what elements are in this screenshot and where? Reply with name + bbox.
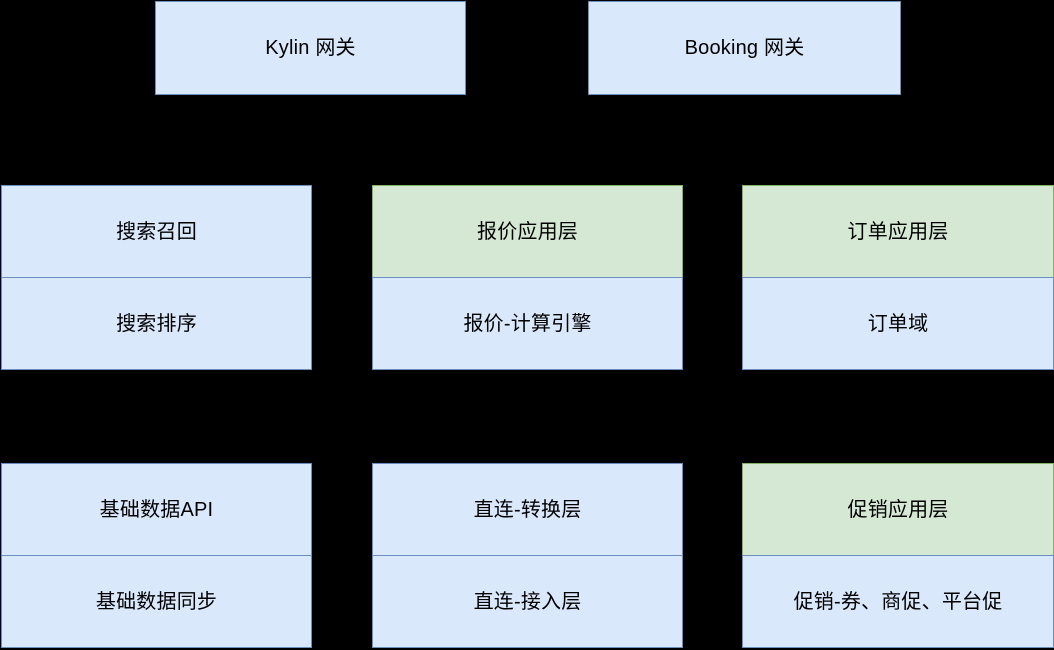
cell-search-ranking[interactable]: 搜索排序 — [1, 277, 312, 370]
cell-basic-data-api[interactable]: 基础数据API — [1, 463, 312, 556]
cell-promotion-app-layer[interactable]: 促销应用层 — [742, 463, 1054, 556]
cell-order-domain-label: 订单域 — [867, 312, 929, 335]
booking-gateway-label: Booking 网关 — [684, 37, 805, 59]
cell-quote-calc-engine-label: 报价-计算引擎 — [463, 312, 592, 335]
booking-gateway[interactable]: Booking 网关 — [588, 1, 901, 95]
cell-basic-data-sync[interactable]: 基础数据同步 — [1, 555, 312, 648]
cell-promotion-detail[interactable]: 促销-券、商促、平台促 — [742, 555, 1054, 648]
cell-basic-data-api-label: 基础数据API — [99, 498, 214, 521]
cell-direct-access-layer-label: 直连-接入层 — [473, 590, 582, 613]
cell-search-ranking-label: 搜索排序 — [116, 312, 197, 335]
cell-direct-convert-layer[interactable]: 直连-转换层 — [372, 463, 683, 556]
cell-order-app-layer-label: 订单应用层 — [847, 220, 949, 243]
cell-direct-convert-layer-label: 直连-转换层 — [473, 498, 582, 521]
kylin-gateway-label: Kylin 网关 — [265, 37, 356, 59]
cell-quote-calc-engine[interactable]: 报价-计算引擎 — [372, 277, 683, 370]
cell-promotion-app-layer-label: 促销应用层 — [847, 498, 949, 521]
cell-order-domain[interactable]: 订单域 — [742, 277, 1054, 370]
cell-direct-access-layer[interactable]: 直连-接入层 — [372, 555, 683, 648]
kylin-gateway[interactable]: Kylin 网关 — [155, 1, 466, 95]
cell-order-app-layer[interactable]: 订单应用层 — [742, 185, 1054, 278]
cell-basic-data-sync-label: 基础数据同步 — [95, 590, 218, 613]
cell-search-recall[interactable]: 搜索召回 — [1, 185, 312, 278]
cell-quote-app-layer[interactable]: 报价应用层 — [372, 185, 683, 278]
cell-quote-app-layer-label: 报价应用层 — [477, 220, 578, 243]
cell-promotion-detail-label: 促销-券、商促、平台促 — [793, 590, 1003, 613]
cell-search-recall-label: 搜索召回 — [116, 220, 197, 243]
